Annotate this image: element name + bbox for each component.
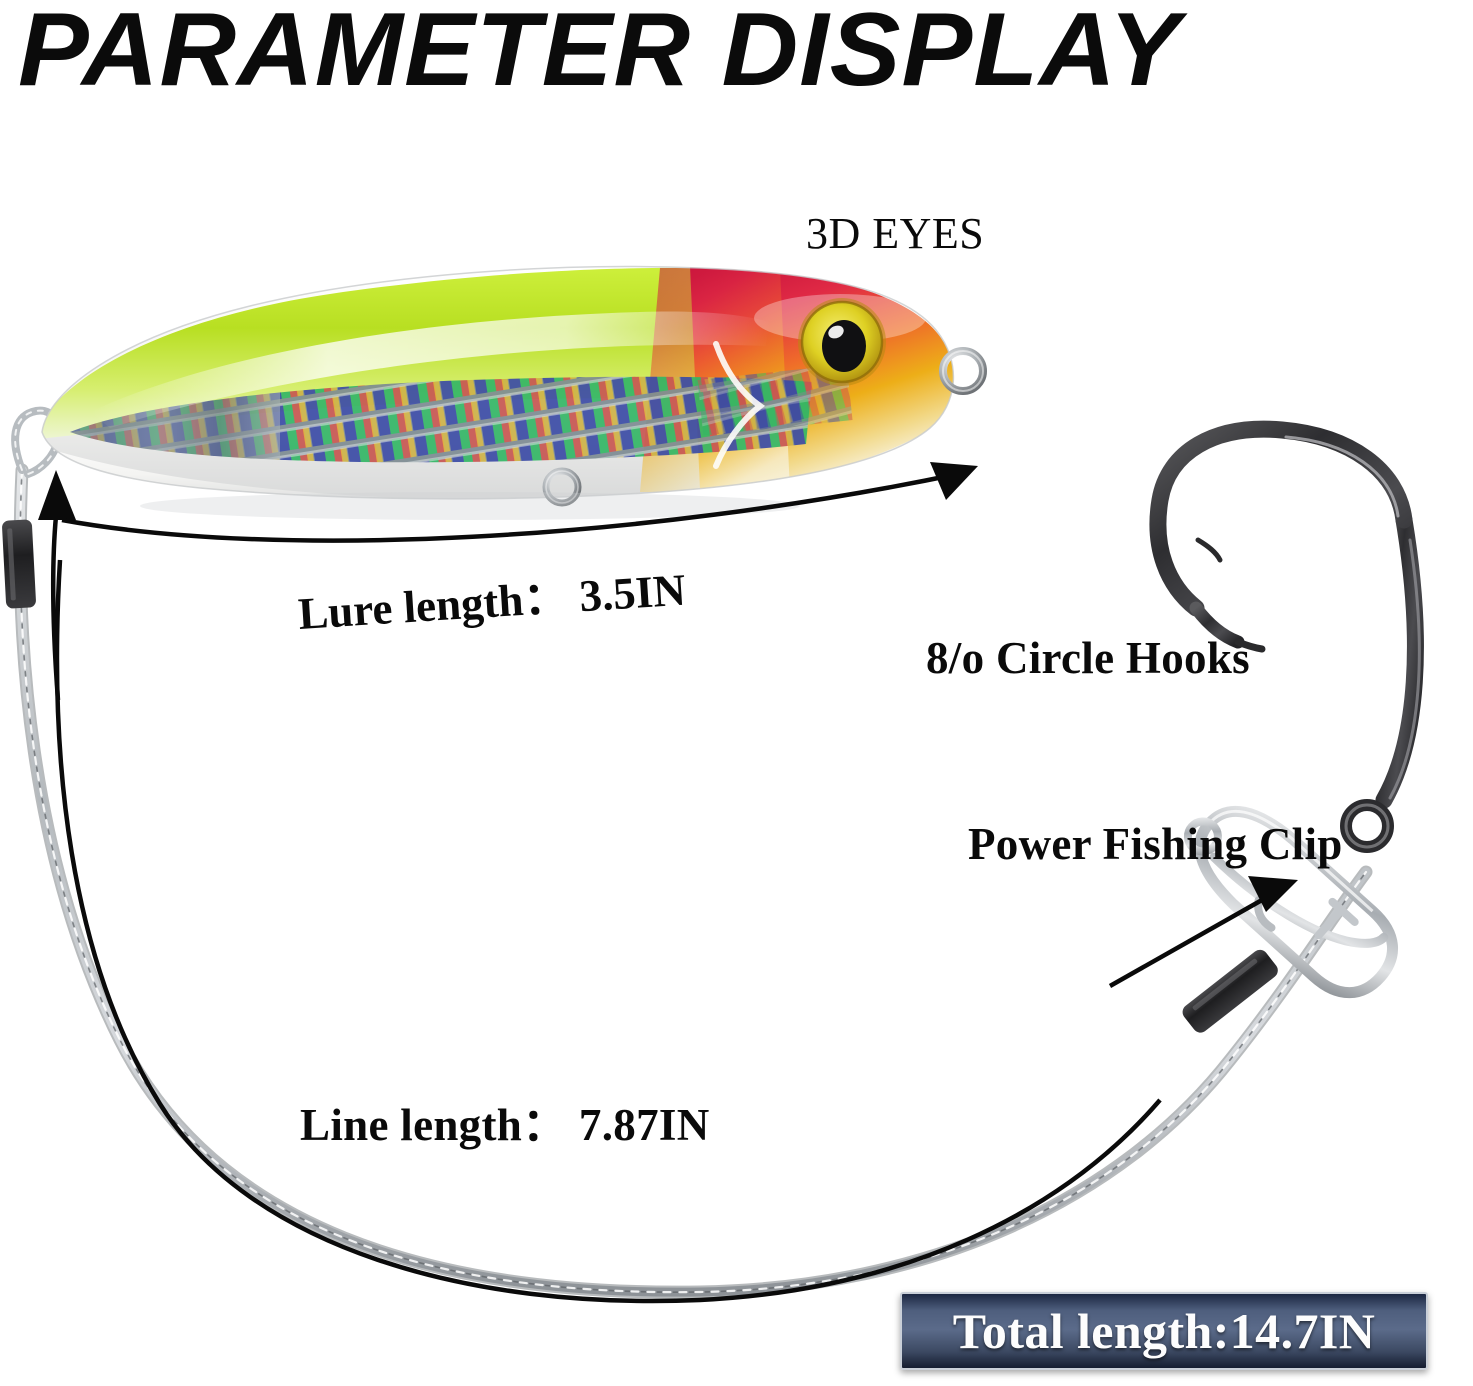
total-length-badge-label: Total length:14.7IN <box>952 1303 1376 1359</box>
arrow-line-to-lure <box>50 515 61 701</box>
hook-eye <box>1340 799 1394 853</box>
total-length-badge: Total length:14.7IN <box>900 1292 1428 1370</box>
belly-ring <box>542 467 582 507</box>
crimp-sleeve-left <box>2 519 36 609</box>
arrowhead-to-lure <box>38 470 76 520</box>
wire-loop-left <box>11 406 63 478</box>
label-circle-hooks: 8/o Circle Hooks <box>926 633 1250 683</box>
crimp-sleeve-right <box>1182 949 1278 1033</box>
label-power-fishing-clip: Power Fishing Clip <box>968 819 1343 869</box>
label-3d-eyes: 3D EYES <box>806 209 985 258</box>
arrowhead-to-clip <box>1248 876 1298 912</box>
label-lure-length: Lure length： 3.5IN <box>296 564 688 639</box>
lure-body <box>41 265 987 520</box>
arrow-line-to-clip <box>1108 898 1264 988</box>
nose-ring <box>939 347 987 395</box>
lure-eye <box>798 298 886 386</box>
arrowhead-lure-length <box>930 462 978 500</box>
wire-leader <box>13 463 1373 1299</box>
page-title: PARAMETER DISPLAY <box>18 0 1181 108</box>
lure-length-arc <box>61 471 959 543</box>
label-line-length: Line length： 7.87IN <box>300 1100 710 1150</box>
